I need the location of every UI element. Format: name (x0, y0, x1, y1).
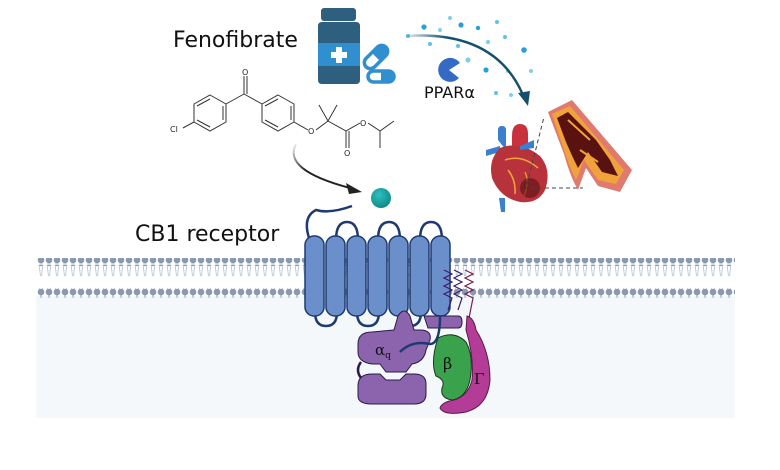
pills-icon (362, 43, 396, 84)
atom-carbonyl-o: O (242, 68, 248, 77)
cb1-receptor-label: CB1 receptor (135, 222, 280, 247)
medicine-bottle-icon (318, 8, 360, 84)
atom-ester-o: O (360, 119, 366, 128)
g-alpha-linker (356, 361, 363, 379)
dispersed-particles (406, 16, 533, 97)
g-beta-label: β (443, 354, 452, 373)
receptor-extracellular-loops (334, 220, 444, 241)
receptor-c-terminus (399, 315, 442, 353)
g-alpha-label: αq (375, 341, 391, 361)
receptor-transmembrane-helices (304, 235, 451, 317)
fenofibrate-structure (182, 76, 395, 148)
ppar-arrow (405, 34, 530, 106)
g-alpha-subunit (357, 310, 463, 405)
artery-plaque-icon (548, 100, 632, 192)
fenofibrate-label: Fenofibrate (173, 28, 298, 53)
atom-chlorine: Cl (170, 125, 178, 134)
pparalpha-label: PPARα (424, 83, 475, 102)
ligand-ball-icon (371, 188, 391, 208)
lipid-anchors (442, 269, 475, 319)
g-gamma-label: Γ (474, 370, 484, 388)
atom-ether-o: O (308, 127, 314, 136)
heart-icon (486, 124, 548, 212)
receptor-n-terminus (305, 204, 353, 247)
binding-arrow (292, 143, 362, 194)
pacman-protein-icon (438, 57, 460, 82)
atom-ester-carbonyl-o: O (344, 149, 350, 158)
zoom-callout-lines (526, 116, 583, 189)
g-gamma-subunit (439, 315, 491, 414)
